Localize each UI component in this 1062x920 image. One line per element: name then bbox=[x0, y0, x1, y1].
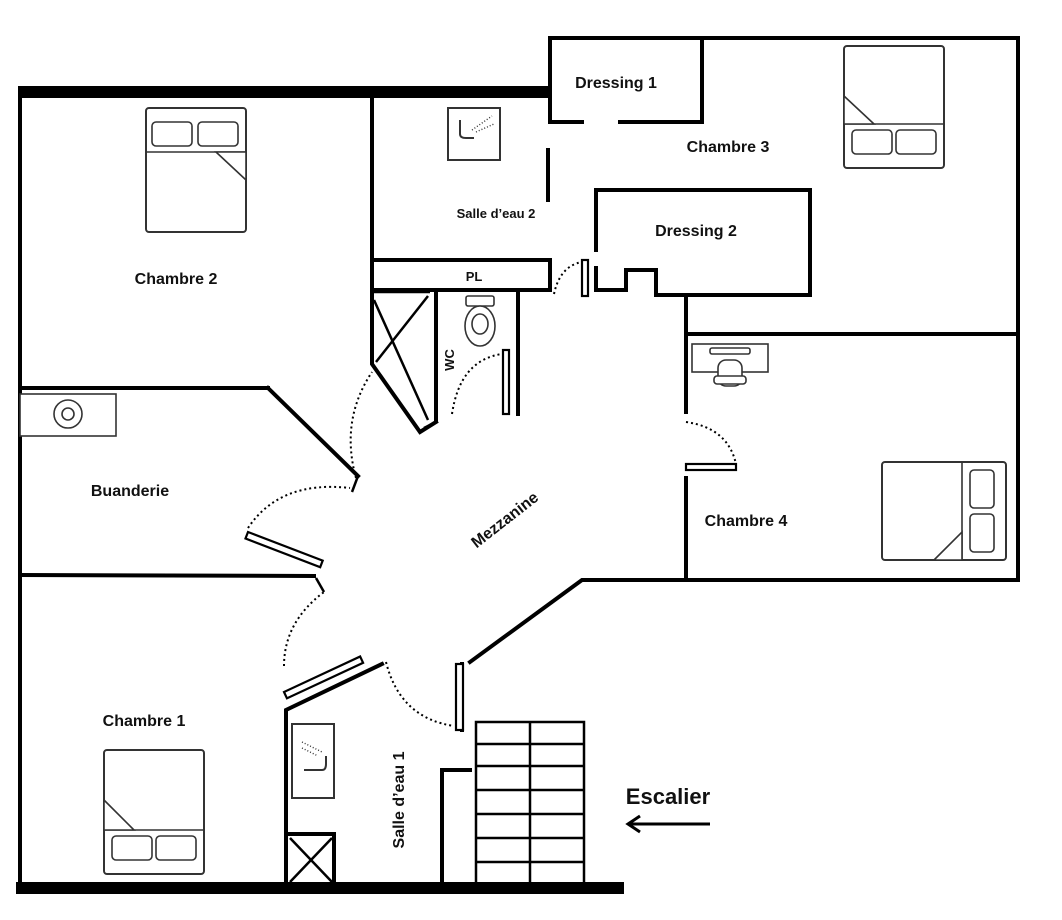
room-label-chambre-1: Chambre 1 bbox=[103, 713, 186, 730]
shower-icon bbox=[291, 723, 335, 799]
bed-icon bbox=[145, 107, 247, 233]
room-label-pl: PL bbox=[466, 269, 483, 284]
bed-icon bbox=[843, 45, 945, 169]
bed-icon bbox=[881, 461, 1007, 561]
room-label-salle-deau-1: Salle d’eau 1 bbox=[391, 751, 408, 848]
room-label-dressing-1: Dressing 1 bbox=[575, 75, 657, 92]
staircase bbox=[474, 720, 586, 886]
room-label-chambre-3: Chambre 3 bbox=[687, 139, 770, 156]
room-label-salle-deau-2: Salle d’eau 2 bbox=[457, 206, 536, 221]
stairs-label: Escalier bbox=[626, 784, 711, 809]
bed-icon bbox=[103, 749, 205, 875]
door-wc bbox=[501, 348, 511, 416]
exterior-walls bbox=[16, 86, 624, 894]
door-dressing-2 bbox=[580, 258, 590, 298]
door-chambre-4 bbox=[684, 462, 738, 472]
washing-machine-icon bbox=[19, 393, 117, 437]
door-chambre-1 bbox=[282, 655, 365, 700]
desk-icon bbox=[691, 343, 769, 387]
door-swings bbox=[247, 261, 737, 727]
room-label-chambre-4: Chambre 4 bbox=[705, 513, 788, 530]
arrow-left-icon bbox=[625, 814, 710, 834]
shower-icon bbox=[447, 107, 501, 161]
room-label-dressing-2: Dressing 2 bbox=[655, 223, 737, 240]
toilet-icon bbox=[464, 295, 496, 347]
door-buanderie bbox=[244, 530, 325, 569]
door-leaves bbox=[244, 258, 738, 732]
door-salle-deau-1 bbox=[454, 662, 465, 732]
room-label-wc: WC bbox=[442, 349, 457, 371]
walls bbox=[17, 36, 1020, 888]
room-label-chambre-2: Chambre 2 bbox=[135, 271, 218, 288]
room-label-buanderie: Buanderie bbox=[91, 483, 169, 500]
room-label-mezzanine: Mezzanine bbox=[468, 489, 542, 552]
